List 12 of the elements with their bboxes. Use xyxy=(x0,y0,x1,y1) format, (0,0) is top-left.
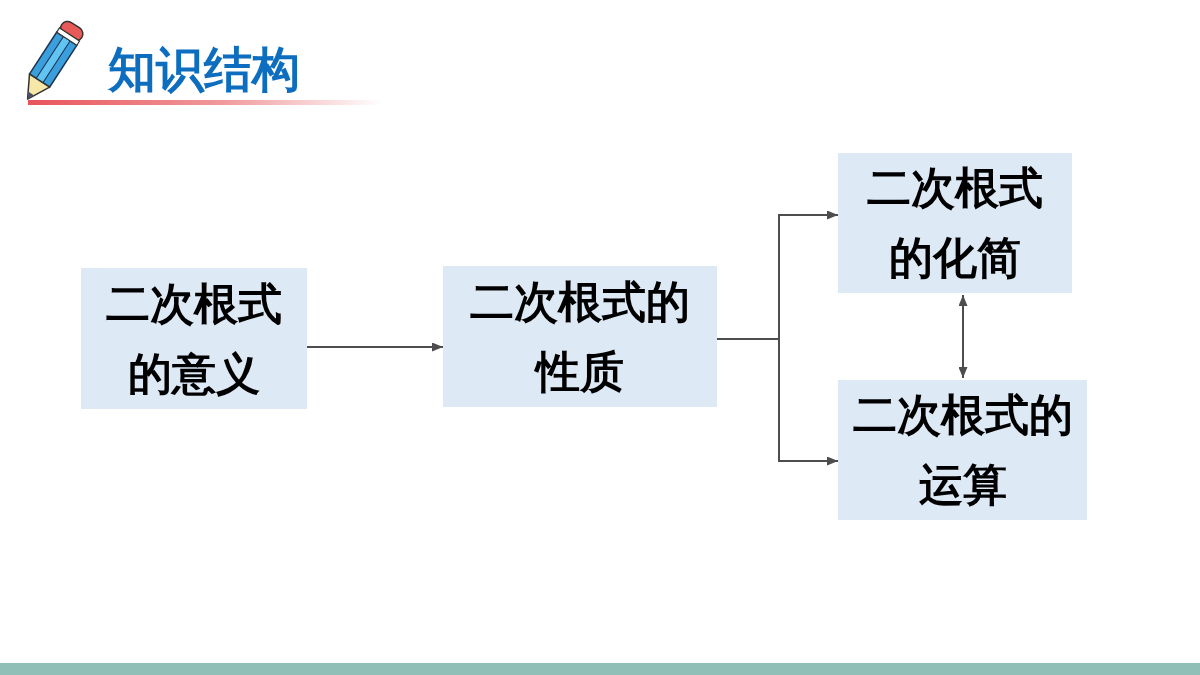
arrow xyxy=(306,342,444,352)
concept-label: 二次根式的运算 xyxy=(851,389,1074,511)
concept-box xyxy=(838,380,1087,520)
concept-label: 二次根式的性质 xyxy=(469,275,691,398)
concept-box xyxy=(838,153,1072,293)
concept-box xyxy=(81,268,307,409)
slide-title: 知识结构 xyxy=(108,44,300,96)
double-arrow xyxy=(958,294,968,379)
concept-box xyxy=(443,266,717,407)
arrow xyxy=(716,338,839,466)
concept-label: 二次根式的化简 xyxy=(866,162,1044,284)
concept-label: 二次根式的意义 xyxy=(105,277,283,400)
